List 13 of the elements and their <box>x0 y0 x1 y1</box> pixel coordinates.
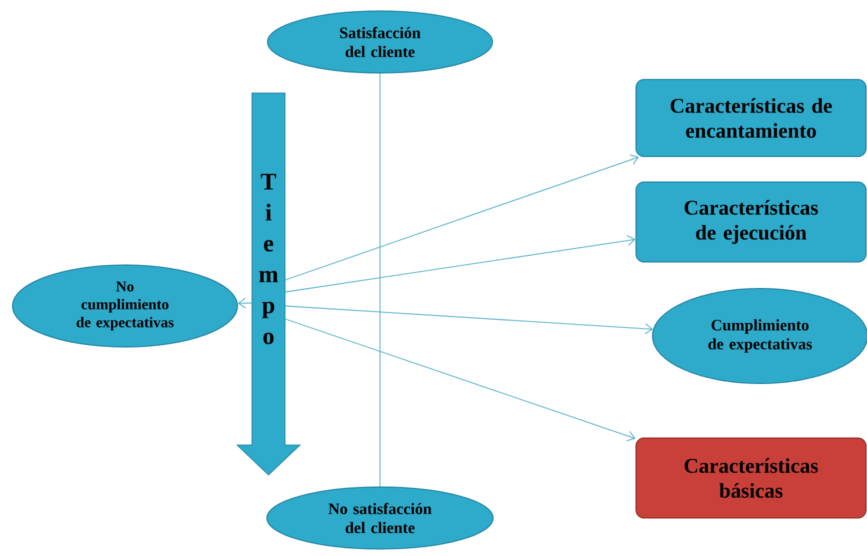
rounded-box: Características de ejecución <box>636 182 866 262</box>
arrow <box>284 318 636 442</box>
oval-node: Satisfacción del cliente <box>267 10 493 74</box>
arrow <box>284 306 654 334</box>
oval-node: No satisfacción del cliente <box>266 486 494 550</box>
rounded-box: Características básicas <box>636 438 866 518</box>
timeline-bar: Tiempo <box>236 92 301 476</box>
arrow <box>238 298 252 309</box>
arrow <box>284 154 639 280</box>
oval-node: Cumplimiento de expectativas <box>652 288 867 384</box>
oval-node: No cumplimiento de expectativas <box>12 264 238 348</box>
arrow <box>284 235 636 292</box>
rounded-box: Características de encantamiento <box>636 79 866 157</box>
